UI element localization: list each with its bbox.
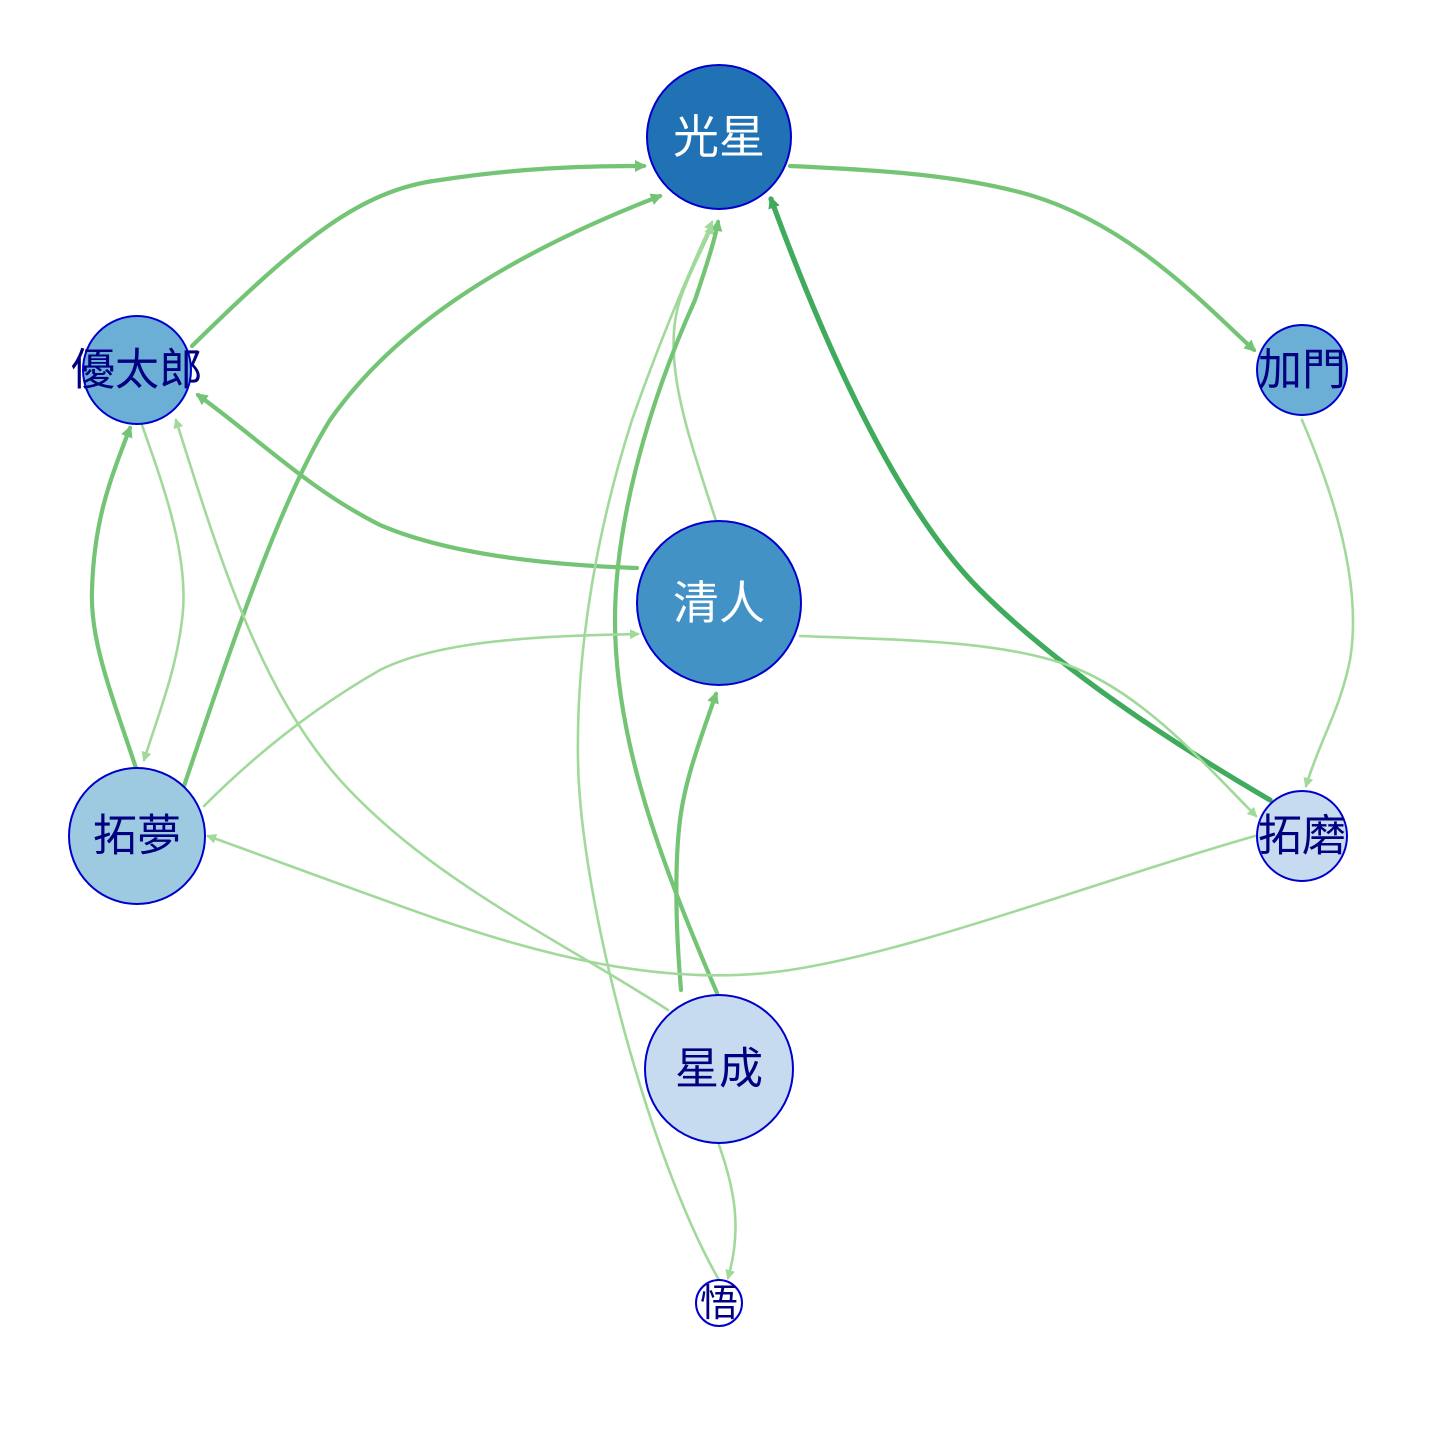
- node-label-kamon: 加門: [1258, 345, 1346, 396]
- edge-yutaro-to-takumu: [140, 423, 185, 762]
- edge-kiyoto-to-kousei: [672, 224, 718, 523]
- edges-layer: [89, 160, 1355, 1282]
- node-circle-satoru: [695, 1279, 743, 1327]
- node-label-takuma: 拓磨: [1258, 811, 1346, 862]
- edge-satoru-to-kousei: [576, 220, 721, 1282]
- edge-kamon-to-takuma: [1300, 418, 1355, 788]
- node-satoru: 悟: [695, 1279, 743, 1327]
- node-seisei: 星成: [644, 994, 794, 1144]
- node-yutaro: 優太郎: [71, 315, 203, 425]
- edge-takuma-to-takumu: [206, 834, 1257, 977]
- node-label-kiyoto: 清人: [673, 576, 765, 630]
- edge-kousei-to-kamon: [787, 163, 1257, 353]
- node-label-kousei: 光星: [673, 110, 765, 164]
- node-takumu: 拓夢: [68, 767, 206, 905]
- edge-yutaro-to-kousei: [189, 160, 647, 349]
- node-kamon: 加門: [1256, 324, 1348, 416]
- node-label-yutaro: 優太郎: [71, 345, 203, 396]
- node-takuma: 拓磨: [1256, 790, 1348, 882]
- node-circle-seisei: [644, 994, 794, 1144]
- node-kousei: 光星: [646, 64, 792, 210]
- edge-takumu-to-kiyoto: [202, 629, 640, 808]
- edge-kiyoto-to-takuma: [798, 634, 1258, 818]
- edge-seisei-to-kiyoto: [674, 691, 719, 993]
- node-label-takumu: 拓夢: [93, 811, 181, 862]
- node-circle-takuma: [1256, 790, 1348, 882]
- edge-seisei-to-satoru: [717, 1143, 737, 1280]
- edge-seisei-to-yutaro: [173, 418, 670, 1012]
- node-circle-yutaro: [82, 315, 192, 425]
- node-circle-kiyoto: [636, 520, 802, 686]
- edge-kiyoto-to-yutaro: [195, 392, 640, 571]
- node-circle-takumu: [68, 767, 206, 905]
- edge-takuma-to-kousei: [768, 196, 1273, 803]
- edge-takumu-to-yutaro: [89, 425, 139, 771]
- node-label-satoru: 悟: [700, 1281, 738, 1325]
- node-circle-kousei: [646, 64, 792, 210]
- node-kiyoto: 清人: [636, 520, 802, 686]
- edge-seisei-to-kousei: [612, 219, 723, 996]
- node-label-seisei: 星成: [675, 1044, 763, 1095]
- edge-takumu-to-kousei: [181, 193, 663, 789]
- node-circle-kamon: [1256, 324, 1348, 416]
